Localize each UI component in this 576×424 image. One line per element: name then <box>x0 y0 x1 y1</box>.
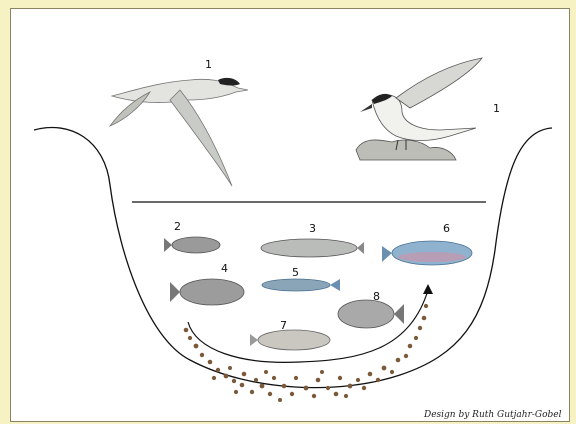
fish-3 <box>261 239 364 257</box>
fish-8 <box>338 300 404 328</box>
label-fish-4: 4 <box>221 262 228 275</box>
fish-2 <box>164 237 220 253</box>
fish-5 <box>262 279 340 291</box>
perched-tern <box>356 58 482 160</box>
label-perched-tern: 1 <box>493 102 500 115</box>
label-fish-3: 3 <box>309 222 316 235</box>
arc-arrowhead <box>423 284 433 294</box>
label-fish-7: 7 <box>280 319 287 332</box>
label-fish-8: 8 <box>373 290 380 303</box>
fish-4 <box>170 279 244 305</box>
label-fish-6: 6 <box>443 222 450 235</box>
design-credit: Design by Ruth Gutjahr-Gobel <box>423 410 562 420</box>
fish-6 <box>382 241 472 265</box>
label-fish-5: 5 <box>292 266 299 279</box>
fish-7 <box>250 330 330 350</box>
label-flying-tern: 1 <box>205 58 212 71</box>
label-fish-2: 2 <box>174 220 181 233</box>
flying-tern <box>110 78 248 186</box>
